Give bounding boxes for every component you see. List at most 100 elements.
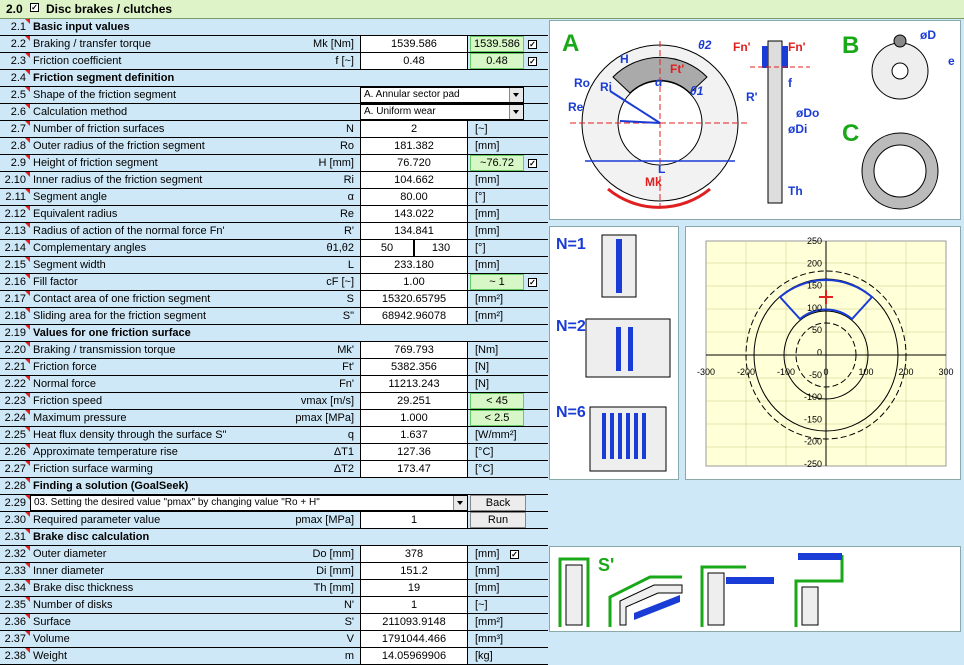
- row-value[interactable]: 181.382: [360, 138, 468, 154]
- value-theta2[interactable]: 130: [414, 240, 468, 256]
- row-value[interactable]: 104.662: [360, 172, 468, 188]
- row-value[interactable]: 11213.243: [360, 376, 468, 392]
- row-checkbox[interactable]: ✓: [528, 159, 537, 168]
- row-symbol: H [mm]: [318, 157, 354, 169]
- row-label: Basic input values: [33, 21, 130, 33]
- fig-b-hub: [891, 62, 909, 80]
- surfaces-svg: N=1 N=2 N=6: [556, 234, 671, 472]
- goalseek-select[interactable]: 03. Setting the desired value "pmax" by …: [30, 495, 468, 511]
- row-label: Braking / transfer torque: [33, 38, 152, 50]
- row-number: 2.8: [10, 138, 31, 152]
- row-number: 2.7: [10, 121, 31, 135]
- row-symbol: ΔT2: [333, 463, 354, 475]
- label-ro: Ro: [574, 76, 590, 90]
- value-theta1[interactable]: 50: [360, 240, 414, 256]
- row-symbol: m: [344, 650, 354, 662]
- outer-circle: [753, 278, 899, 432]
- s-shape-4-body: [801, 586, 819, 626]
- row-symbol: cF [~]: [326, 276, 354, 288]
- row-label: Outer radius of the friction segment: [33, 140, 205, 152]
- row-number: 2.30: [4, 512, 31, 526]
- back-button[interactable]: Back: [470, 495, 526, 511]
- s-shape-3-body: [707, 572, 725, 626]
- row-label: Volume: [33, 633, 70, 645]
- row-unit: [kg]: [475, 650, 493, 662]
- row-unit: [mm²]: [475, 310, 504, 322]
- row-value[interactable]: 134.841: [360, 223, 468, 239]
- run-button[interactable]: Run: [470, 512, 526, 528]
- row-number: 2.13: [4, 223, 31, 237]
- row-number: 2.1: [10, 19, 31, 33]
- row-checkbox[interactable]: ✓: [528, 40, 537, 49]
- row-symbol: N: [346, 123, 354, 135]
- row-value[interactable]: 1791044.466: [360, 631, 468, 647]
- row-unit: [mm²]: [475, 293, 504, 305]
- row-select[interactable]: A. Uniform wear: [360, 104, 524, 120]
- row-checkbox[interactable]: ✓: [528, 278, 537, 287]
- row-result: < 45: [470, 393, 524, 409]
- row-unit: [mm]: [475, 565, 500, 577]
- row-unit: [Nm]: [475, 344, 499, 356]
- row-value[interactable]: 1.000: [360, 410, 468, 426]
- row-unit: [mm]: [475, 140, 500, 152]
- section-checkbox[interactable]: ✓: [30, 3, 39, 12]
- label-n2: N=2: [556, 318, 586, 335]
- row-value[interactable]: 2: [360, 121, 468, 137]
- row-value[interactable]: 68942.96078: [360, 308, 468, 324]
- row-value[interactable]: 5382.356: [360, 359, 468, 375]
- label-d: øD: [920, 28, 936, 42]
- row-value[interactable]: 76.720: [360, 155, 468, 171]
- row-value[interactable]: 378: [360, 546, 468, 562]
- row-select[interactable]: A. Annular sector pad: [360, 87, 524, 103]
- row-symbol: N': [343, 599, 354, 611]
- row-value[interactable]: 173.47: [360, 461, 468, 477]
- title-bar: 2.0 ✓ Disc brakes / clutches: [0, 0, 964, 19]
- row-result: ~76.72: [470, 155, 524, 171]
- label-r: R': [746, 90, 758, 104]
- row-label: Shape of the friction segment: [33, 89, 177, 101]
- row-checkbox[interactable]: ✓: [510, 550, 519, 559]
- row-value[interactable]: 211093.9148: [360, 614, 468, 630]
- y-tick: -50: [809, 370, 822, 380]
- row-label: Radius of action of the normal force Fn': [33, 225, 225, 237]
- row-number: 2.27: [4, 461, 31, 475]
- row-value[interactable]: 14.05969906: [360, 648, 468, 664]
- friction-pad: [612, 56, 708, 94]
- n2-disc-a: [616, 327, 621, 371]
- row-value[interactable]: 151.2: [360, 563, 468, 579]
- row-value[interactable]: 29.251: [360, 393, 468, 409]
- row-symbol: ΔT1: [333, 446, 354, 458]
- row-value[interactable]: 769.793: [360, 342, 468, 358]
- row-value[interactable]: 0.48: [360, 53, 468, 69]
- chevron-down-icon[interactable]: [509, 88, 523, 102]
- row-value[interactable]: 233.180: [360, 257, 468, 273]
- letter-b: B: [842, 32, 859, 59]
- diagram-sliding-area: S': [549, 546, 961, 632]
- row-value[interactable]: 19: [360, 580, 468, 596]
- y-tick: 100: [807, 303, 822, 313]
- chevron-down-icon[interactable]: [509, 105, 523, 119]
- row-number: 2.33: [4, 563, 31, 577]
- label-f: f: [788, 76, 793, 90]
- row-value[interactable]: 1: [360, 512, 468, 528]
- row-symbol: S': [344, 616, 354, 628]
- y-tick: 200: [807, 258, 822, 268]
- chevron-down-icon[interactable]: [453, 496, 467, 510]
- row-number: 2.9: [10, 155, 31, 169]
- row-value[interactable]: 1539.586: [360, 36, 468, 52]
- row-checkbox[interactable]: ✓: [528, 57, 537, 66]
- s-shape-1: [558, 557, 590, 627]
- row-value[interactable]: 1.00: [360, 274, 468, 290]
- row-value[interactable]: 143.022: [360, 206, 468, 222]
- row-value[interactable]: 15320.65795: [360, 291, 468, 307]
- row-value[interactable]: 80.00: [360, 189, 468, 205]
- row-value[interactable]: 1.637: [360, 427, 468, 443]
- row-value[interactable]: 127.36: [360, 444, 468, 460]
- row-value[interactable]: 1: [360, 597, 468, 613]
- label-l: L: [658, 162, 665, 176]
